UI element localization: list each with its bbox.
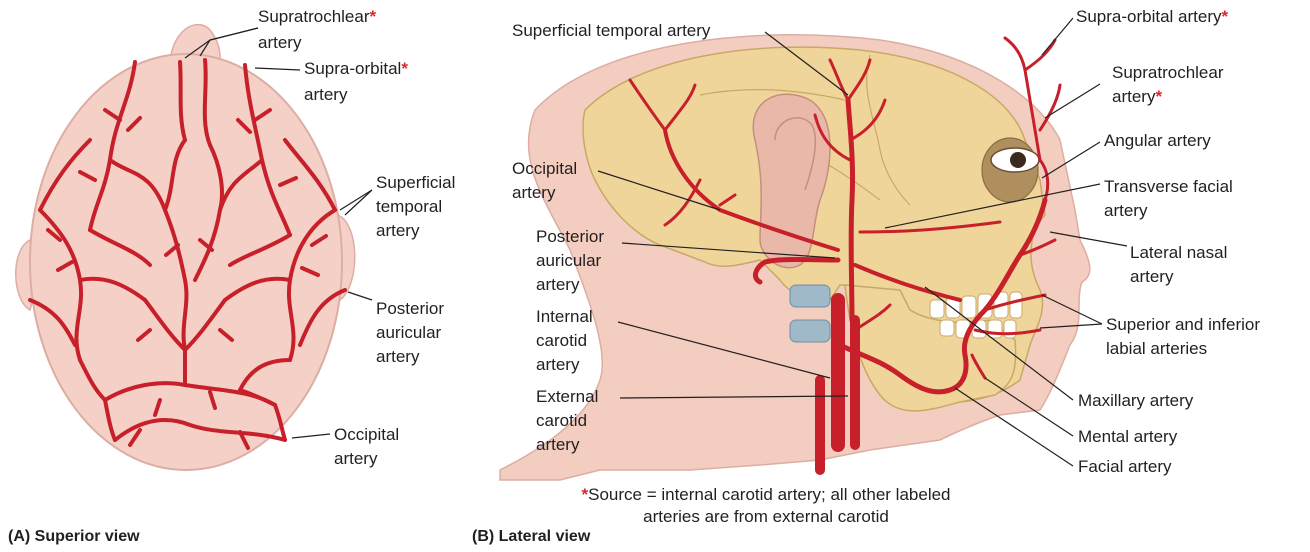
label-labial-2: labial arteries [1106,338,1207,360]
label-supraorbital-a-text: Supra-orbital [304,59,401,78]
star-marker: * [370,7,377,26]
footnote-line-1: Source = internal carotid artery; all ot… [588,485,950,504]
label-mental: Mental artery [1078,426,1177,448]
label-labial-1: Superior and inferior [1106,314,1260,336]
label-internal-carotid-1: Internal [536,306,593,328]
label-supratrochlear-b-1: Supratrochlear [1112,62,1224,84]
label-posterior-auricular-a-1: Posterior [376,298,444,320]
label-angular: Angular artery [1104,130,1211,152]
panel-b-title: (B) Lateral view [472,528,590,546]
label-supratrochlear-b-2-text: artery [1112,87,1155,106]
label-occipital-b-2: artery [512,182,555,204]
label-external-carotid-1: External [536,386,598,408]
star-marker: * [1155,87,1162,106]
label-supraorbital-a-line2: artery [304,84,347,106]
label-external-carotid-3: artery [536,434,579,456]
label-superficial-temporal-a-1: Superficial [376,172,455,194]
label-occipital-b-1: Occipital [512,158,577,180]
star-marker: * [1222,7,1229,26]
label-lateral-nasal-2: artery [1130,266,1173,288]
label-posterior-auricular-a-2: auricular [376,322,441,344]
label-supraorbital-b: Supra-orbital artery* [1076,6,1228,28]
label-superficial-temporal-a-3: artery [376,220,419,242]
label-supratrochlear-a-text: Supratrochlear [258,7,370,26]
label-superficial-temporal-a-2: temporal [376,196,442,218]
label-posterior-auricular-b-3: artery [536,274,579,296]
label-lateral-nasal-1: Lateral nasal [1130,242,1227,264]
iris [1010,152,1026,168]
label-occipital-a-2: artery [334,448,377,470]
label-facial: Facial artery [1078,456,1172,478]
label-superficial-temporal-b: Superficial temporal artery [512,20,710,42]
star-marker: * [401,59,408,78]
label-supratrochlear-a-line2: artery [258,32,301,54]
label-external-carotid-2: carotid [536,410,587,432]
label-posterior-auricular-a-3: artery [376,346,419,368]
footnote-line-2: arteries are from external carotid [643,507,889,526]
label-internal-carotid-3: artery [536,354,579,376]
label-supraorbital-a: Supra-orbital* [304,58,408,80]
label-posterior-auricular-b-2: auricular [536,250,601,272]
label-supratrochlear-b-2: artery* [1112,86,1162,108]
label-transverse-facial-1: Transverse facial [1104,176,1233,198]
panel-a-title: (A) Superior view [8,528,140,546]
label-supratrochlear-a: Supratrochlear* [258,6,376,28]
label-maxillary: Maxillary artery [1078,390,1193,412]
label-internal-carotid-2: carotid [536,330,587,352]
label-posterior-auricular-b-1: Posterior [536,226,604,248]
label-supraorbital-b-text: Supra-orbital artery [1076,7,1222,26]
label-transverse-facial-2: artery [1104,200,1147,222]
label-occipital-a-1: Occipital [334,424,399,446]
footnote: *Source = internal carotid artery; all o… [566,484,966,528]
